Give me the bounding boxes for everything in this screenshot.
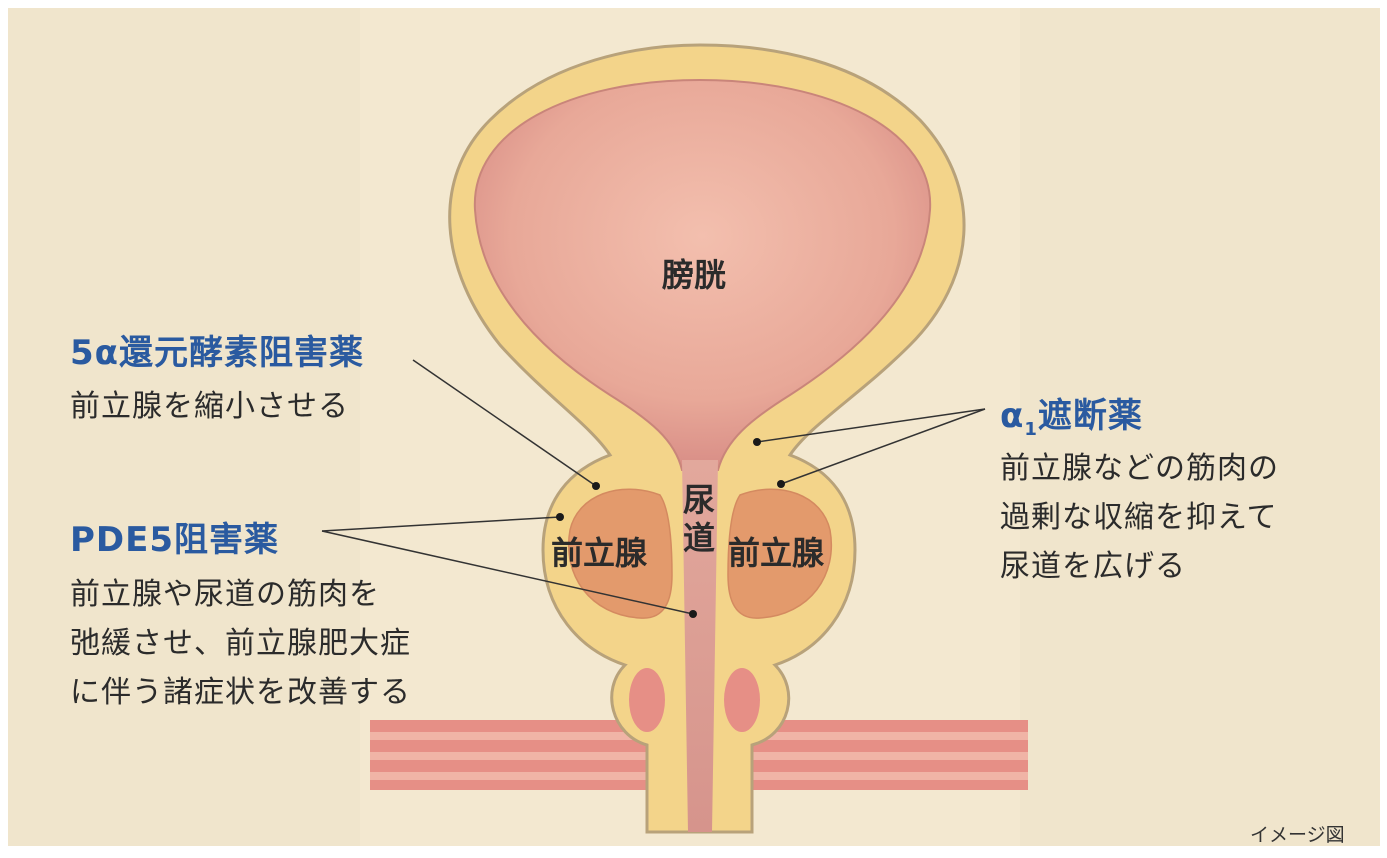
drug-pde5-desc-1: 前立腺や尿道の筋肉を bbox=[70, 570, 380, 619]
drug-alpha-rest: 遮断薬 bbox=[1038, 396, 1143, 436]
urethra-label-1: 尿 bbox=[683, 482, 715, 518]
drug-pde5-desc-3: に伴う諸症状を改善する bbox=[70, 668, 411, 717]
dot-5ari bbox=[592, 482, 600, 490]
drug-alpha-desc-2: 過剰な収縮を抑えて bbox=[1000, 493, 1278, 542]
drug-pde5-title: PDE5阻害薬 bbox=[70, 512, 279, 561]
dot-pde5-urethra bbox=[689, 610, 697, 618]
drug-5ari-desc-1: 前立腺を縮小させる bbox=[70, 382, 349, 431]
drug-alpha-subscript: 1 bbox=[1024, 419, 1038, 440]
prostate-right-label: 前立腺 bbox=[728, 528, 824, 574]
dot-alpha-urethra bbox=[753, 438, 761, 446]
drug-alpha-desc-3: 尿道を広げる bbox=[1000, 542, 1186, 591]
lower-gland-left bbox=[629, 668, 665, 732]
image-note: イメージ図 bbox=[1250, 820, 1345, 847]
lower-gland-right bbox=[724, 668, 760, 732]
drug-alpha-desc-1: 前立腺などの筋肉の bbox=[1000, 444, 1279, 493]
drug-pde5-desc-2: 弛緩させ、前立腺肥大症 bbox=[70, 619, 411, 668]
dot-pde5-prostate bbox=[556, 513, 564, 521]
prostate-left-label: 前立腺 bbox=[551, 528, 647, 574]
bladder-label: 膀胱 bbox=[662, 250, 726, 296]
drug-5ari-title: 5α還元酵素阻害薬 bbox=[70, 325, 364, 374]
dot-alpha-prostate bbox=[777, 480, 785, 488]
drug-alpha-title: α1遮断薬 bbox=[1000, 388, 1143, 440]
drug-alpha-symbol: α bbox=[1000, 396, 1024, 436]
urethra-label-2: 道 bbox=[683, 520, 715, 556]
